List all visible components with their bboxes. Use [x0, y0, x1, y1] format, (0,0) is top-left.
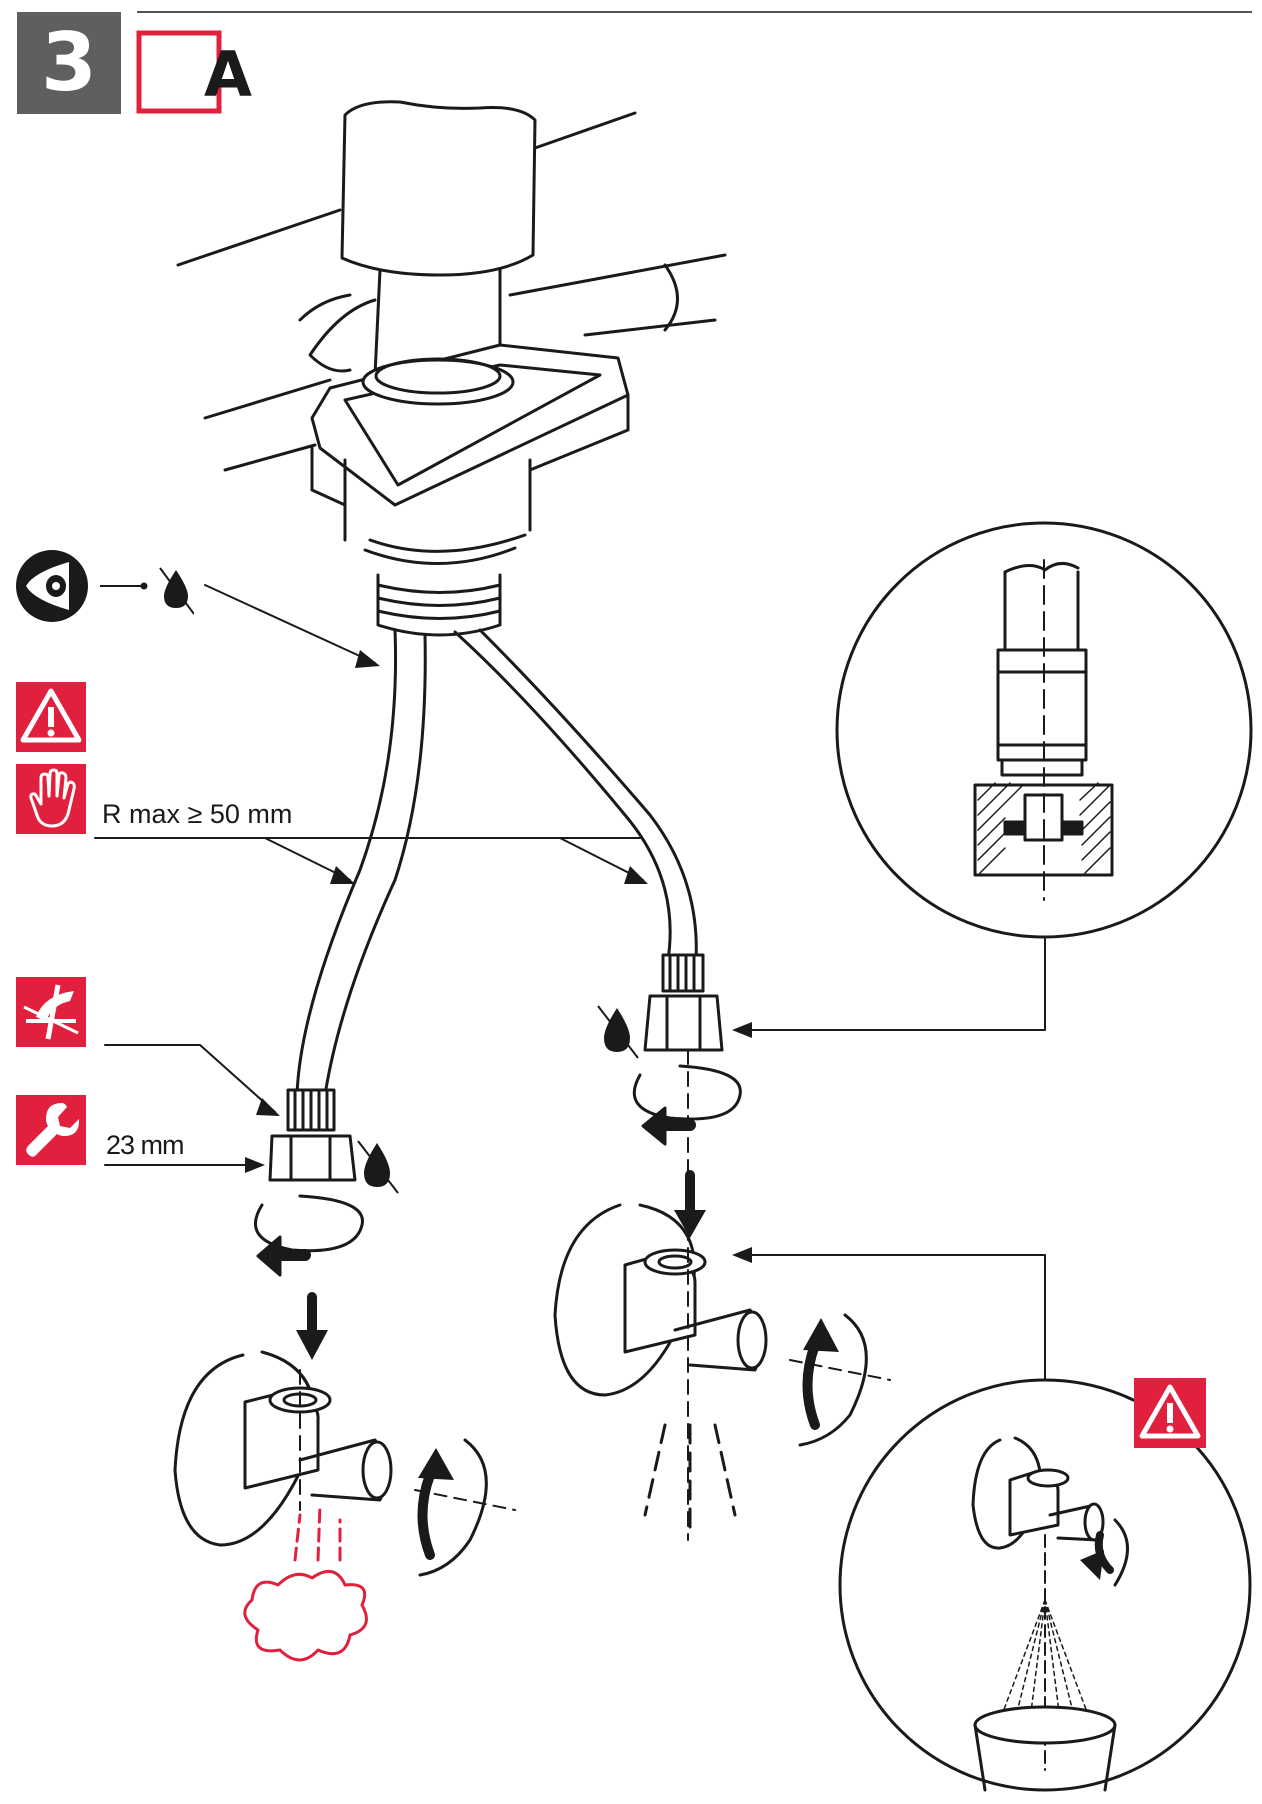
bend-radius-label: R max ≥ 50 mm	[102, 799, 293, 829]
no-grease-drop-icon	[597, 1005, 639, 1059]
water-drip-lines	[643, 1423, 737, 1537]
no-tape-sealant-icon	[16, 977, 86, 1047]
valve-flush-detail-circle	[838, 1378, 1252, 1792]
left-hose-fitting	[268, 1088, 357, 1182]
countertop-lines	[176, 111, 727, 472]
right-hose-fitting	[643, 953, 724, 1052]
no-grease-drop-icon	[159, 567, 194, 615]
no-grease-drop-icon	[357, 1140, 399, 1194]
warning-triangle-icon	[1134, 1378, 1206, 1448]
step-number-badge: 3	[17, 12, 121, 114]
header-decoration	[136, 11, 1252, 114]
inspect-eye-icon	[16, 550, 88, 622]
hand-tighten-icon	[16, 764, 86, 834]
right-angle-valve	[553, 1049, 891, 1541]
hose-nut-detail-circle	[835, 521, 1253, 939]
flexible-hoses	[295, 628, 698, 1097]
steam-cloud-icon	[243, 1503, 368, 1662]
wrench-icon	[16, 1095, 86, 1165]
warning-triangle-icon	[16, 682, 86, 752]
variant-letter: A	[204, 38, 252, 111]
inspect-no-grease-icons	[16, 550, 194, 622]
variant-checkbox-icon	[136, 30, 222, 114]
leader-lines	[94, 584, 1046, 1386]
wrench-size-label: 23 mm	[106, 1130, 185, 1160]
rotation-arrows	[254, 1064, 742, 1277]
faucet-body	[298, 100, 630, 637]
left-angle-valve	[173, 1350, 516, 1577]
